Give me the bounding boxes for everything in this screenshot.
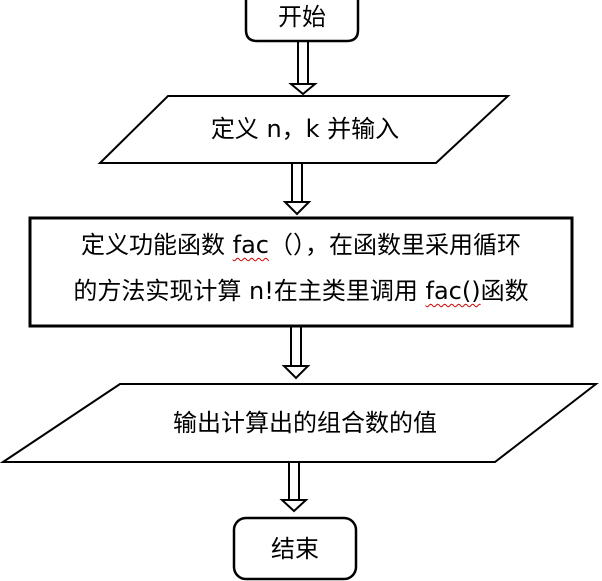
process-line-1-text-a: 定义功能函数 (81, 231, 233, 259)
end-label: 结束 (271, 535, 319, 563)
process-line-2-text-b: 函数 (480, 277, 529, 305)
process-line-2-fac: fac() (425, 277, 481, 305)
arrow-process-to-output (281, 326, 311, 380)
arrow-start-to-input (288, 41, 318, 96)
output-parallelogram (0, 383, 599, 463)
process-line-2-text-a: 的方法实现计算 n!在主类里调用 (73, 277, 426, 305)
input-parallelogram (97, 95, 511, 164)
end-terminal (232, 516, 358, 581)
process-label: 定义功能函数 fac（），在函数里采用循环 的方法实现计算 n!在主类里调用 f… (30, 222, 572, 314)
process-line-1-fac: fac (232, 231, 269, 259)
process-line-1: 定义功能函数 fac（），在函数里采用循环 (30, 222, 572, 268)
start-label: 开始 (278, 3, 326, 31)
arrow-output-to-end (279, 462, 309, 513)
output-label: 输出计算出的组合数的值 (173, 409, 437, 437)
arrow-input-to-process (282, 163, 312, 216)
input-label: 定义 n，k 并输入 (210, 115, 400, 143)
start-terminal (244, 0, 360, 43)
process-line-2: 的方法实现计算 n!在主类里调用 fac()函数 (30, 268, 572, 314)
process-line-1-text-b: （），在函数里采用循环 (269, 231, 521, 259)
